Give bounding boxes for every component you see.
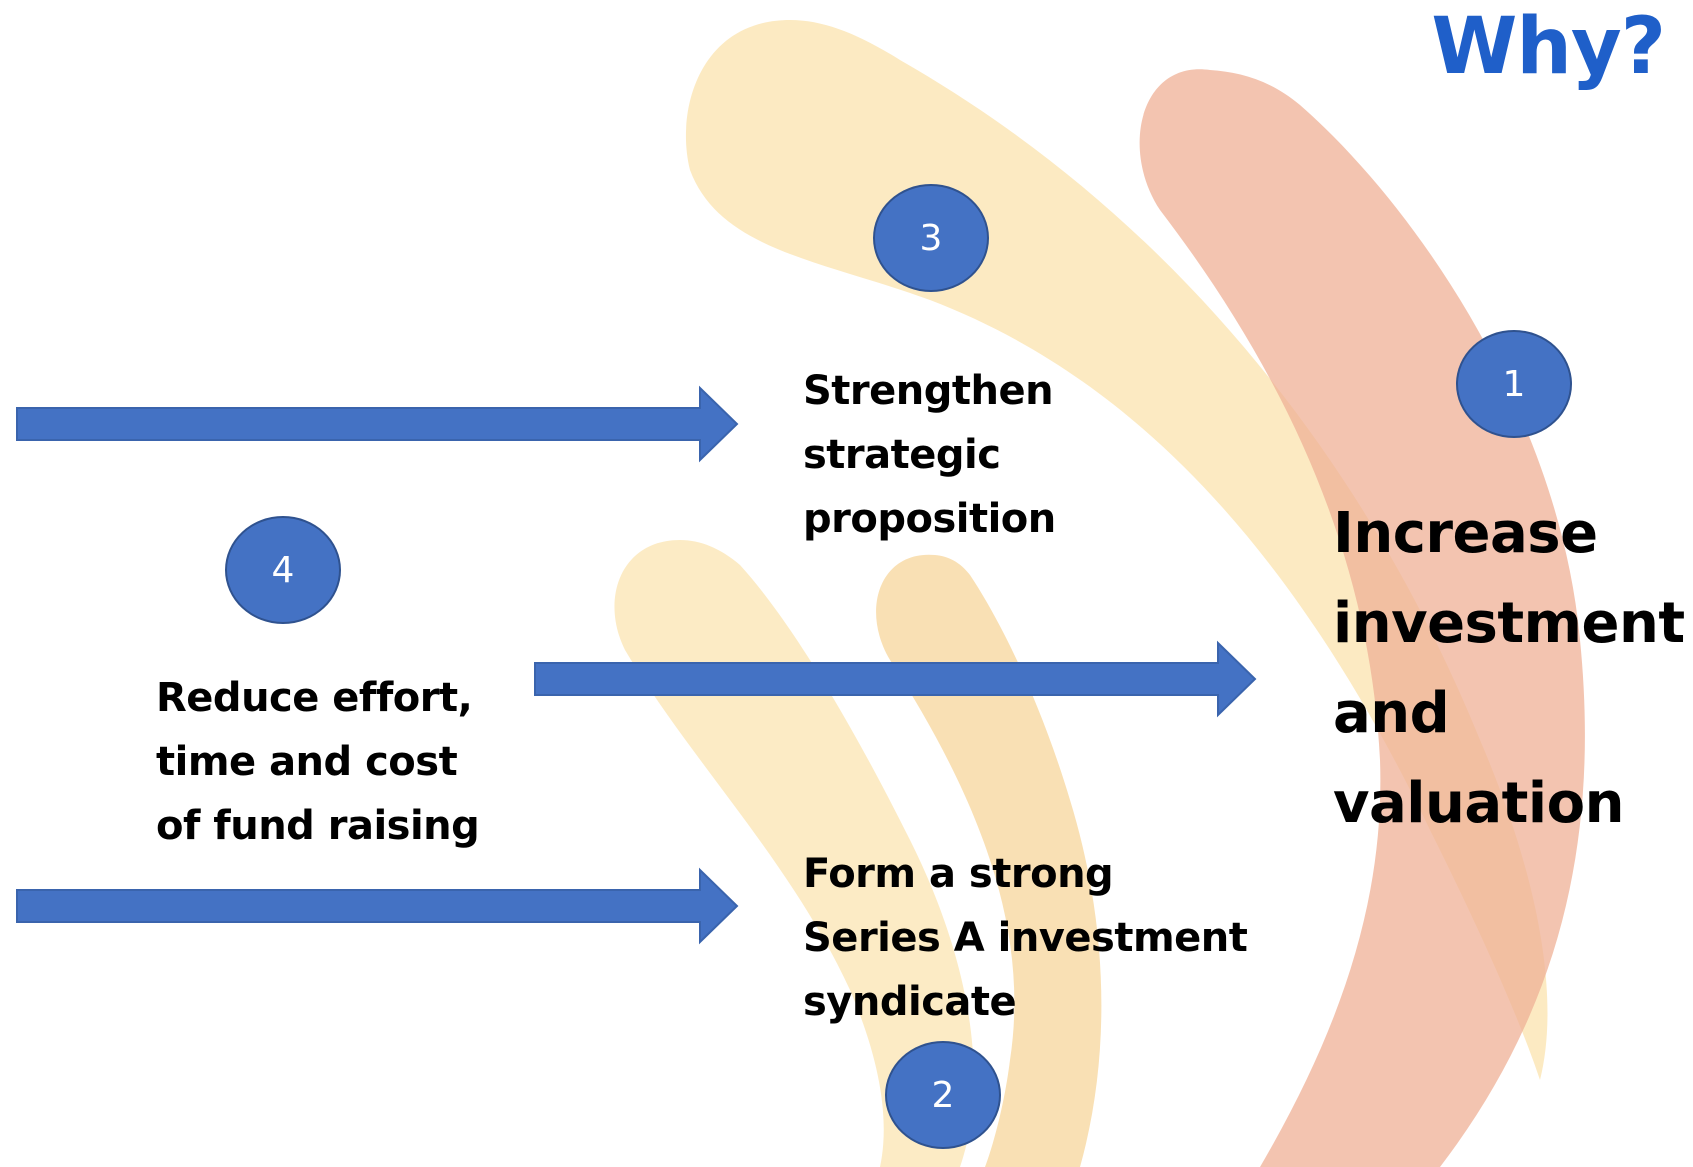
goal-1-label: Increase investment and valuation [1333, 489, 1685, 849]
goal-4-label: Reduce effort, time and cost of fund rai… [156, 666, 480, 858]
goal-1-line-1: Increase [1333, 501, 1598, 566]
goal-4-line-2: time and cost [156, 739, 458, 785]
goal-3-line-2: strategic [803, 432, 1001, 478]
page-title: Why? [1431, 2, 1666, 92]
arrow-to-goal-2 [16, 867, 739, 945]
goal-2-line-2: Series A investment [803, 915, 1248, 961]
goal-1-line-2: investment [1333, 591, 1685, 656]
arrow-to-goal-1 [534, 640, 1257, 718]
goal-2-label: Form a strong Series A investment syndic… [803, 842, 1248, 1034]
arrow-to-goal-3 [16, 385, 739, 463]
goal-3-line-1: Strengthen [803, 368, 1054, 414]
goal-2-line-1: Form a strong [803, 851, 1114, 897]
swoosh-upper [685, 20, 1548, 1080]
swoosh-lower-light [614, 540, 974, 1167]
goal-1-line-4: valuation [1333, 771, 1624, 836]
goal-1-line-3: and [1333, 681, 1450, 746]
goal-3-label: Strengthen strategic proposition [803, 359, 1056, 551]
goal-1-number-badge: 1 [1456, 330, 1572, 438]
goal-4-number-badge: 4 [225, 516, 341, 624]
goal-4-line-3: of fund raising [156, 803, 480, 849]
goal-3-line-3: proposition [803, 496, 1056, 542]
goal-2-number-badge: 2 [885, 1041, 1001, 1149]
goal-3-number-badge: 3 [873, 184, 989, 292]
swoosh-lower-mid [876, 554, 1102, 1167]
goal-4-line-1: Reduce effort, [156, 675, 473, 721]
goal-2-line-3: syndicate [803, 979, 1017, 1025]
